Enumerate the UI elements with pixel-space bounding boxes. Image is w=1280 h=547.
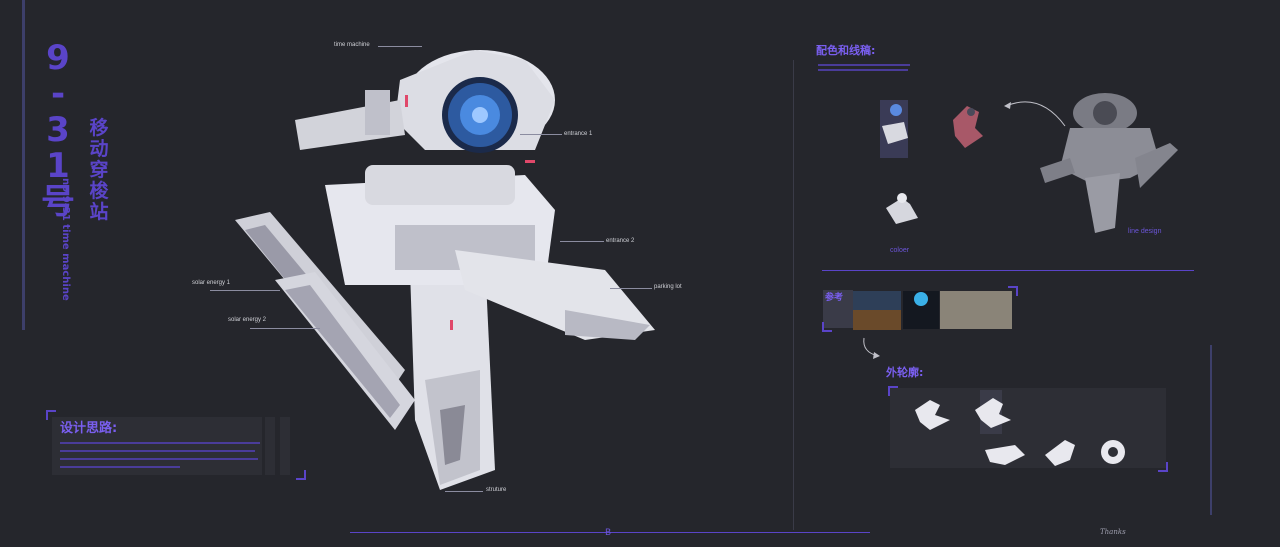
spaceship-illustration bbox=[235, 50, 655, 490]
corner-bracket bbox=[1008, 286, 1018, 296]
corner-bracket bbox=[1158, 462, 1168, 472]
title-chinese-char: 穿 bbox=[89, 159, 109, 181]
title-char: 1 bbox=[46, 146, 70, 186]
page-number: B bbox=[605, 528, 612, 538]
title-chinese-char: 移 bbox=[89, 117, 109, 139]
callout-line bbox=[610, 288, 652, 289]
title-chinese-char: 动 bbox=[89, 138, 109, 160]
callout-line bbox=[560, 241, 604, 242]
arrow-icon bbox=[1004, 101, 1066, 127]
color-thumbnail-2 bbox=[953, 106, 983, 148]
bottom-divider bbox=[350, 532, 870, 533]
line-design-model bbox=[1040, 93, 1178, 233]
callout-line bbox=[378, 46, 422, 47]
corner-bracket bbox=[296, 470, 306, 480]
callout-entrance-1: entrance 1 bbox=[564, 131, 593, 137]
right-divider-vertical bbox=[793, 60, 794, 530]
line-design-label: line design bbox=[1128, 228, 1162, 235]
callout-time-machine: time machine bbox=[334, 42, 370, 48]
callout-solar-energy-2: solar energy 2 bbox=[228, 317, 267, 323]
callout-line bbox=[210, 290, 280, 291]
reference-box bbox=[823, 290, 853, 328]
signature: Thanks bbox=[1100, 528, 1126, 536]
title-english: no.9-31 time machine bbox=[60, 178, 71, 301]
corner-bracket bbox=[888, 386, 898, 396]
callout-line bbox=[445, 491, 483, 492]
color-thumbnail-1 bbox=[880, 100, 908, 158]
title-char: 3 bbox=[46, 110, 70, 150]
design-box-stripe bbox=[280, 417, 290, 475]
reference-title: 参考 bbox=[825, 293, 844, 303]
callout-parking-lot: parking lot bbox=[654, 284, 682, 290]
callout-struture: struture bbox=[486, 487, 507, 493]
callout-line bbox=[250, 328, 320, 329]
design-box-stripe bbox=[265, 417, 275, 475]
design-idea-title: 设计思路: bbox=[60, 421, 118, 436]
callout-solar-energy-1: solar energy 1 bbox=[192, 280, 231, 286]
right-divider-horizontal bbox=[822, 270, 1194, 271]
callout-entrance-2: entrance 2 bbox=[606, 238, 635, 244]
outline-title: 外轮廓: bbox=[886, 366, 924, 379]
title-char: 号 bbox=[41, 182, 75, 222]
title-chinese-char: 站 bbox=[89, 201, 109, 223]
title-chinese-char: 梭 bbox=[89, 180, 109, 202]
color-section-title: 配色和线稿: bbox=[816, 44, 876, 57]
right-edge-line bbox=[1210, 345, 1212, 515]
design-idea-box bbox=[52, 417, 262, 475]
title-char: 9 bbox=[46, 38, 70, 78]
reference-image-1 bbox=[853, 291, 901, 310]
reference-image-2 bbox=[853, 310, 901, 330]
color-note bbox=[818, 62, 910, 74]
corner-bracket bbox=[46, 410, 56, 420]
outline-silhouettes bbox=[915, 390, 1125, 466]
corner-bracket bbox=[822, 322, 832, 332]
title-chinese: 移 动 穿 梭 站 bbox=[84, 118, 114, 223]
callout-line bbox=[520, 134, 562, 135]
left-accent-line bbox=[22, 0, 25, 330]
title-number: 9 - 3 1 号 bbox=[30, 40, 86, 220]
reference-image-4 bbox=[914, 292, 928, 306]
title-char: - bbox=[50, 74, 66, 114]
design-idea-text bbox=[60, 438, 260, 474]
color-thumbnail-3 bbox=[886, 193, 918, 224]
reference-image-5 bbox=[940, 291, 1012, 329]
arrow-icon bbox=[863, 337, 880, 359]
coloer-label: coloer bbox=[890, 247, 910, 254]
